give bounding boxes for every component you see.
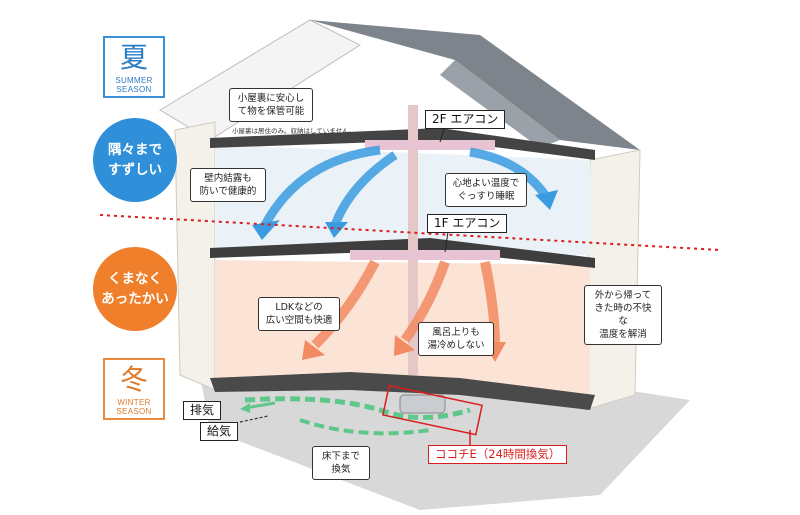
foundation <box>210 372 595 410</box>
roof-left <box>159 19 362 141</box>
roof-ridge-shade <box>440 60 560 148</box>
callout-bath: 風呂上りも 湯冷めしない <box>418 322 494 356</box>
winter-slogan-circle: くまなく あったかい <box>93 247 177 331</box>
cool-air-arrowhead-left <box>252 220 280 240</box>
summer-kanji: 夏 <box>119 41 148 74</box>
summer-en-line2: SEASON <box>116 85 152 94</box>
label-1f-aircon: 1F エアコン <box>427 214 508 233</box>
winter-season-box: 冬 WINTER SEASON <box>103 358 165 420</box>
season-divider <box>99 214 721 251</box>
warm-air-arrow-right <box>480 260 500 346</box>
warm-air-arrow-left <box>311 259 380 349</box>
summer-slogan-circle: 隅々まで すずしい <box>93 118 177 202</box>
callout-bedroom: 心地よい温度で ぐっすり睡眠 <box>445 173 527 207</box>
label-exhaust: 排気 <box>183 401 222 420</box>
house-wall-right <box>584 149 641 411</box>
cool-air-arrow-left <box>261 145 381 228</box>
warm-air-arrowhead-mid <box>394 335 415 356</box>
winter-kanji: 冬 <box>119 363 148 396</box>
summer-en-line1: SUMMER <box>115 76 153 85</box>
duct-2f <box>365 140 495 150</box>
house-wall-left <box>174 121 216 391</box>
warm-air-arrowhead-left <box>302 340 325 360</box>
cool-air-arrow-mid <box>330 151 398 227</box>
cool-air-arrowhead-right <box>535 190 558 210</box>
underfloor-vent-green-2 <box>299 418 431 436</box>
exhaust-arrowhead <box>240 403 250 413</box>
leader-1f-ac <box>444 231 449 253</box>
cocochi-highlight <box>382 384 483 436</box>
label-cocochi-ventilation: ココチE（24時間換気） <box>428 445 568 464</box>
callout-underfloor: 床下まで 換気 <box>312 446 370 480</box>
label-supply: 給気 <box>200 422 239 441</box>
summer-season-box: 夏 SUMMER SEASON <box>103 36 165 98</box>
callout-ldk: LDKなどの 広い空間も快適 <box>258 297 340 331</box>
cool-air-arrow-right <box>469 147 549 198</box>
winter-en-line2: SEASON <box>116 407 152 416</box>
callout-attic: 小屋裏に安心し て物を保管可能 <box>229 88 313 122</box>
warm-air-arrow-mid <box>400 260 450 343</box>
floor-slab-middle <box>210 238 595 268</box>
cool-air-arrowhead-mid <box>325 222 348 238</box>
floor-1f-room <box>215 260 590 395</box>
callout-return-home: 外から帰って きた時の不快な 温度を解消 <box>584 285 662 345</box>
underfloor-vent-green <box>244 396 471 420</box>
callout-wall: 壁内結露も 防いで健康的 <box>190 168 266 202</box>
cocochi-unit <box>399 394 446 414</box>
floor-slab-upper <box>210 128 595 160</box>
roof-main <box>310 20 640 150</box>
vertical-duct <box>408 105 418 375</box>
label-2f-aircon: 2F エアコン <box>425 110 506 129</box>
duct-1f <box>350 250 500 260</box>
attic-note: 小屋裏は居住のみ。収納はしていません。 <box>232 127 356 135</box>
winter-en-line1: WINTER <box>117 398 151 407</box>
